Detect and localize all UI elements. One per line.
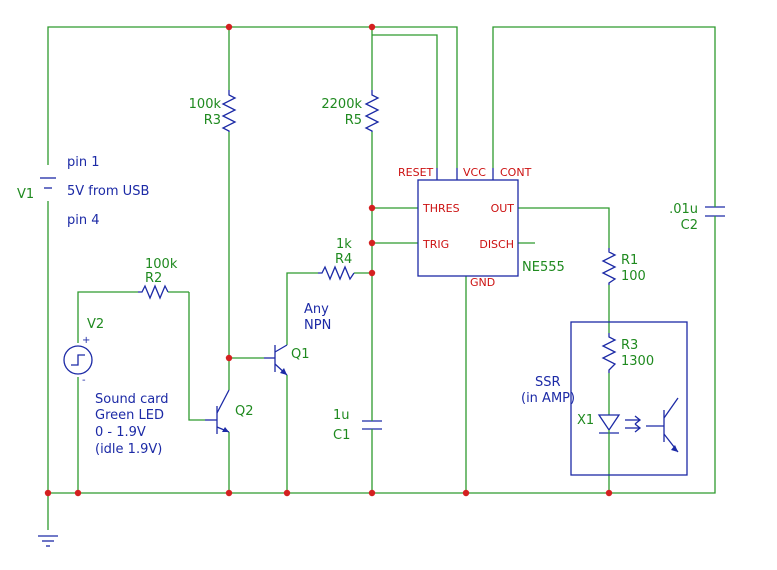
v2-note-range: 0 - 1.9V	[95, 425, 146, 440]
v2-signal-source	[63, 345, 93, 375]
resistor-r4	[318, 265, 355, 281]
pin-cont: CONT	[500, 166, 532, 179]
ground-symbol	[38, 535, 58, 547]
resistor-r2	[138, 284, 169, 300]
pin-disch: DISCH	[479, 238, 514, 251]
resistor-r5	[364, 90, 380, 132]
q1-note-npn: NPN	[304, 318, 331, 333]
resistor-r1	[601, 248, 617, 285]
c2-value: .01u	[669, 202, 698, 217]
r5-value: 2200k	[321, 97, 362, 112]
wires	[47, 26, 716, 530]
r5-name: R5	[345, 113, 362, 128]
transistor-q1	[264, 344, 288, 376]
capacitor-c1	[362, 415, 382, 435]
pin-reset: RESET	[398, 166, 434, 179]
r3-ssr-value: 1300	[621, 354, 654, 369]
r4-value: 1k	[336, 237, 352, 252]
r1-value: 100	[621, 269, 646, 284]
r3-top-name: R3	[204, 113, 221, 128]
ssr-label: SSR	[535, 375, 561, 390]
r2-value: 100k	[145, 257, 178, 272]
v1-battery	[40, 177, 56, 189]
v2-note-idle: (idle 1.9V)	[95, 442, 162, 457]
capacitor-c2	[705, 191, 725, 232]
v1-label: V1	[17, 187, 34, 202]
ssr-box	[570, 321, 688, 476]
transistor-q2	[205, 389, 230, 434]
pin-gnd: GND	[470, 276, 495, 289]
r3-ssr-name: R3	[621, 338, 638, 353]
v1-note-pin4: pin 4	[67, 213, 100, 228]
pin-thres: THRES	[422, 202, 460, 215]
ic-name: NE555	[522, 260, 565, 275]
labels: V1 pin 1 5V from USB pin 4 100k R3 2200k…	[17, 97, 698, 457]
v2-plus: +	[82, 335, 90, 346]
r2-name: R2	[145, 271, 162, 286]
c2-name: C2	[681, 218, 698, 233]
pin-trig: TRIG	[422, 238, 449, 251]
v2-note-sound-card: Sound card	[95, 392, 169, 407]
junctions	[44, 23, 613, 497]
resistor-r3-top	[221, 90, 237, 132]
v1-note-5v: 5V from USB	[67, 184, 149, 199]
v2-minus: -	[82, 375, 86, 386]
pin-out: OUT	[491, 202, 515, 215]
x1-label: X1	[577, 413, 594, 428]
r1-name: R1	[621, 253, 638, 268]
r4-name: R4	[335, 252, 352, 267]
q1-label: Q1	[291, 347, 310, 362]
r3-top-value: 100k	[189, 97, 222, 112]
ssr-note: (in AMP)	[521, 391, 575, 406]
ne555-chip	[417, 168, 519, 277]
pin-vcc: VCC	[463, 166, 486, 179]
v2-label: V2	[87, 317, 104, 332]
q2-label: Q2	[235, 404, 254, 419]
c1-value: 1u	[333, 408, 350, 423]
v2-note-green-led: Green LED	[95, 408, 164, 423]
q1-note-any: Any	[304, 302, 329, 317]
c1-name: C1	[333, 428, 350, 443]
resistor-r3-ssr	[601, 333, 617, 373]
v1-note-pin1: pin 1	[67, 155, 100, 170]
